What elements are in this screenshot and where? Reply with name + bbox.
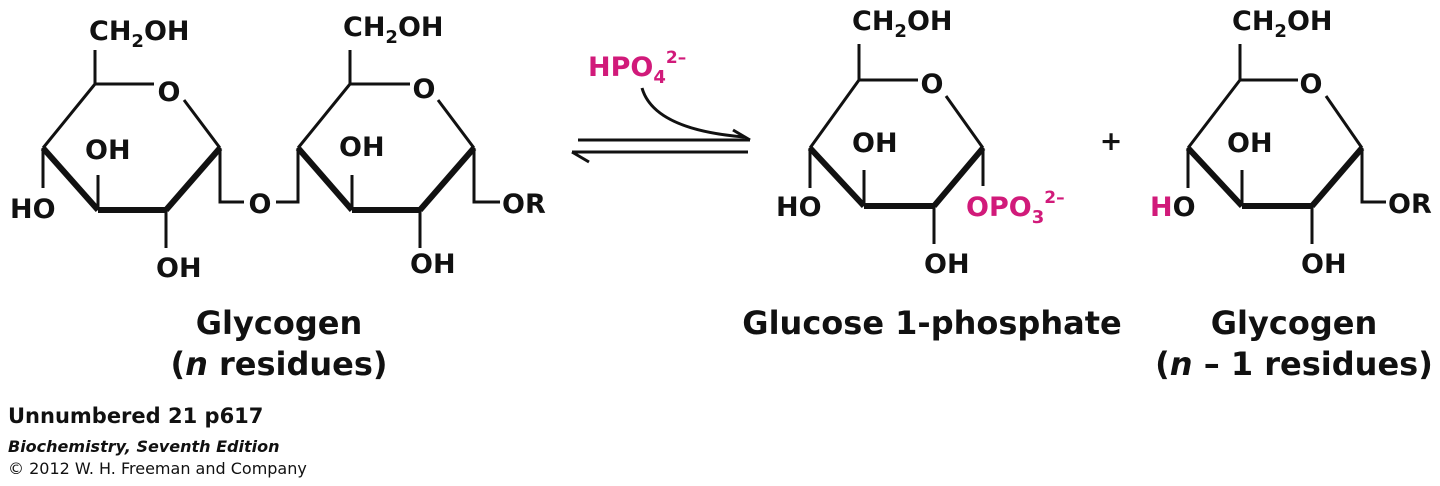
svg-text:CH2OH: CH2OH (852, 6, 953, 42)
svg-text:CH2OH: CH2OH (1232, 6, 1333, 42)
plus-sign: + (1100, 126, 1123, 157)
glycogen-residue-2 (276, 50, 500, 248)
hydroxyl-group: OH (1227, 128, 1273, 159)
ch2oh-group: CH (1232, 6, 1274, 37)
glycogen-right-name: Glycogen (1211, 304, 1377, 342)
svg-text:CH2OH: CH2OH (343, 12, 444, 48)
glycogen-n-minus-1-labels: CH2OH O OH HO OH OR (1150, 6, 1432, 280)
hydroxyl-group: OH (410, 249, 456, 280)
glycogen-right-residues: (n – 1 residues) (1155, 345, 1433, 383)
ring-oxygen: O (158, 77, 181, 108)
glycogen-residue-1-labels: CH2OH O OH HO OH O (10, 16, 271, 284)
subscript-2: 2 (385, 27, 398, 48)
hydroxyl-group: OH (85, 135, 131, 166)
ch2oh-group: CH (852, 6, 894, 37)
hydroxyl-group: OH (924, 249, 970, 280)
figure-number: Unnumbered 21 p617 (8, 404, 264, 428)
glycogen-left-name: Glycogen (196, 304, 362, 342)
equilibrium-arrow (571, 128, 751, 164)
book-title: Biochemistry, Seventh Edition (8, 437, 280, 456)
glucose-1-phosphate-name: Glucose 1-phosphate (742, 304, 1121, 342)
hydroxyl-group: OH (156, 253, 202, 284)
svg-text:CH2OH: CH2OH (89, 16, 190, 52)
subscript-2: 2 (1274, 21, 1287, 42)
hydroxyl-group: HO (10, 194, 56, 225)
phosphate-curved-arrow (640, 87, 745, 139)
ring-oxygen: O (413, 74, 436, 105)
hydroxyl-group: OH (852, 128, 898, 159)
subscript-2: 2 (894, 21, 907, 42)
hydrogen-phosphate-label: HPO42– (588, 48, 686, 88)
copyright-notice: © 2012 W. H. Freeman and Company (8, 459, 307, 478)
glycogen-n-minus-1-structure (1185, 44, 1386, 244)
hydroxyl-group: OH (1301, 249, 1347, 280)
hydroxyl-group: HO (776, 192, 822, 223)
or-group: OR (1388, 189, 1432, 220)
phosphate-ester-label: OPO32– (966, 188, 1065, 228)
glucose-1-phosphate-structure (807, 44, 986, 244)
glycogen-residue-1 (40, 50, 244, 248)
new-hydroxyl-label: HO (1150, 192, 1196, 223)
glycosidic-oxygen: O (249, 189, 272, 220)
glycogen-residue-2-labels: CH2OH O OH OH OR (339, 12, 546, 280)
subscript-2: 2 (131, 31, 144, 52)
ch2oh-group: CH (89, 16, 131, 47)
ring-oxygen: O (921, 69, 944, 100)
glycogen-left-residues: (n residues) (170, 345, 387, 383)
ch2oh-group: CH (343, 12, 385, 43)
or-group: OR (502, 189, 546, 220)
glucose-1-phosphate-labels: CH2OH O OH HO OH OPO32– (776, 6, 1065, 280)
hydroxyl-group: OH (339, 132, 385, 163)
ring-oxygen: O (1300, 69, 1323, 100)
